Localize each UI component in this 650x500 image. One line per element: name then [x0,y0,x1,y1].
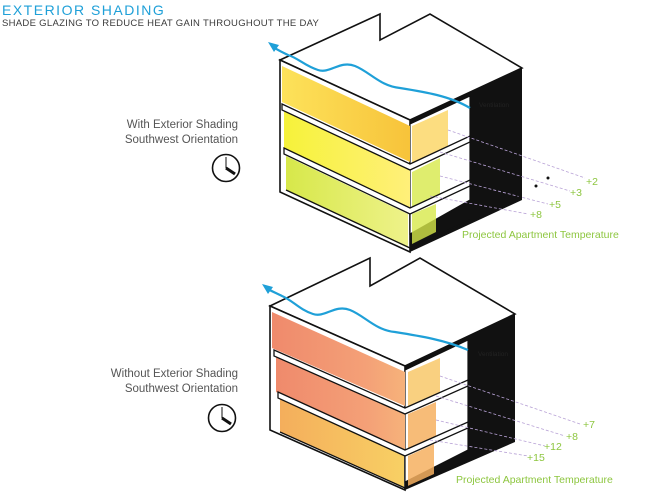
projected-temperature-label: Projected Apartment Temperature [462,229,619,241]
airflow-arrowhead [268,42,279,52]
floor-1-heat [282,66,410,162]
airflow-arrow [271,45,471,109]
page-subtitle: SHADE GLAZING TO REDUCE HEAT GAIN THROUG… [2,18,320,29]
temp-floor-3: +5 [549,199,561,211]
ventilation-label: Ventilation [478,351,508,358]
header: EXTERIOR SHADING SHADE GLAZING TO REDUCE… [2,2,319,30]
temperature-guides [429,375,581,457]
heat-patch [408,358,440,406]
building-with-shading: Ventilation +2 +3 +5 +8 Projected Apartm… [268,12,619,254]
page-title: EXTERIOR SHADING [2,2,166,18]
airflow-arrow [265,287,469,352]
airflow-arrowhead [262,284,273,294]
caption-line-2: Southwest Orientation [124,383,238,395]
temp-floor-4: +15 [527,452,545,464]
caption-without-shading: Without Exterior Shading Southwest Orien… [60,367,238,397]
temp-floor-2: +3 [570,187,582,199]
temp-floor-3: +12 [544,441,562,453]
floor-2-heat [284,110,410,208]
floor-3-heat [286,156,408,248]
temp-floor-1: +7 [583,419,595,431]
ventilation-label: Ventilation [479,102,509,109]
temp-floor-4: +8 [530,209,542,221]
heat-patch [408,402,436,450]
floor-slab [283,146,471,215]
clock-icon [207,403,237,433]
caption-line-1: Without Exterior Shading [110,368,238,380]
shade-patch [412,204,436,244]
caption-with-shading: With Exterior Shading Southwest Orientat… [60,118,238,148]
floor-slab [281,102,471,171]
clock-icon [211,153,241,183]
ground-edge [279,431,469,489]
building-without-shading: Ventilation +7 +8 +12 +15 Projected Apar… [262,256,613,492]
caption-line-2: Southwest Orientation [124,134,238,146]
caption-line-1: With Exterior Shading [126,119,238,131]
floor-3-heat [280,398,404,488]
temperature-guides [429,129,586,215]
heat-patch [408,444,434,486]
floor-slab [273,349,469,415]
temp-floor-2: +8 [566,431,578,443]
ground-edge [285,189,471,249]
floor-2-heat [276,356,405,450]
floor-1-heat [272,312,405,406]
temp-floor-1: +2 [586,176,598,188]
projected-temperature-label: Projected Apartment Temperature [456,474,613,486]
shade-patch [412,158,440,208]
